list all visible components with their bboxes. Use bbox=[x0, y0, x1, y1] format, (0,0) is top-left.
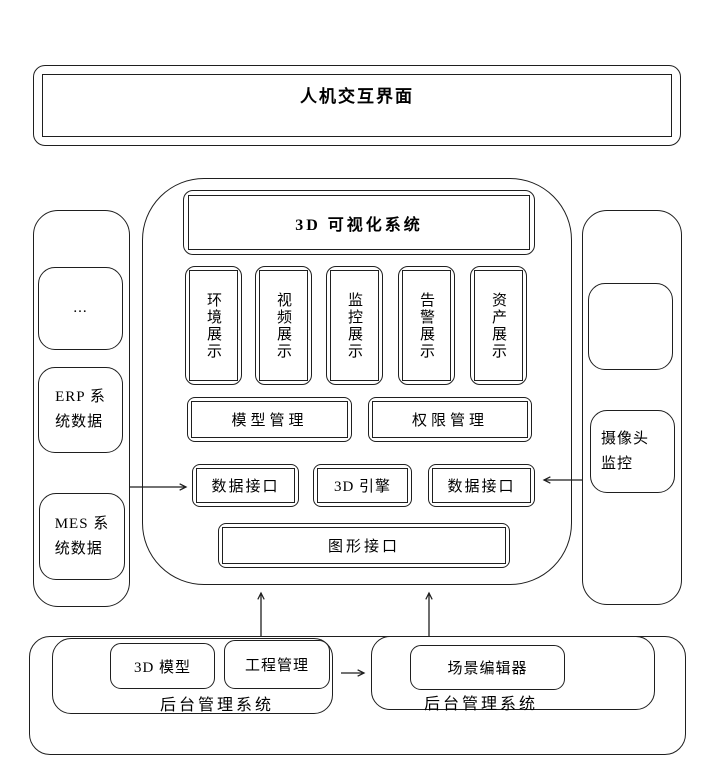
display-module-video: 视频展示 bbox=[255, 266, 312, 385]
display-module-label: 环境展示 bbox=[189, 270, 238, 381]
display-module-label: 告警展示 bbox=[402, 270, 451, 381]
mes-label: MES 系 统数据 bbox=[54, 515, 110, 557]
permission-management-label: 权限管理 bbox=[372, 401, 528, 438]
display-module-label: 监控展示 bbox=[330, 270, 379, 381]
data-interface-right-label: 数据接口 bbox=[432, 468, 531, 503]
hmi-banner: 人机交互界面 bbox=[33, 65, 681, 146]
display-module-label: 视频展示 bbox=[259, 270, 308, 381]
data-interface-right-box: 数据接口 bbox=[428, 464, 535, 507]
engine-label: 3D 引擎 bbox=[317, 468, 408, 503]
graphics-interface-box: 图形接口 bbox=[218, 523, 510, 568]
display-module-monitoring: 监控展示 bbox=[326, 266, 383, 385]
permission-management-box: 权限管理 bbox=[368, 397, 532, 442]
backend-right-label: 后台管理系统 bbox=[424, 696, 539, 713]
data-interface-left-box: 数据接口 bbox=[192, 464, 299, 507]
system-title: 3D 可视化系统 bbox=[188, 195, 530, 250]
display-module-environment: 环境展示 bbox=[185, 266, 242, 385]
right-panel bbox=[582, 210, 682, 605]
erp-box: ERP 系 统数据 bbox=[38, 367, 123, 453]
scene-editor-label: 场景编辑器 bbox=[447, 661, 528, 677]
system-title-box: 3D 可视化系统 bbox=[183, 190, 535, 255]
mes-box: MES 系 统数据 bbox=[39, 493, 125, 580]
project-management-label: 工程管理 bbox=[244, 658, 309, 674]
display-module-label: 资产展示 bbox=[474, 270, 523, 381]
ellipsis-label: ... bbox=[73, 300, 88, 316]
data-interface-left-label: 数据接口 bbox=[196, 468, 295, 503]
camera-label: 摄像头 监控 bbox=[601, 430, 650, 472]
backend-left-label: 后台管理系统 bbox=[160, 697, 275, 714]
camera-box: 摄像头 监控 bbox=[590, 410, 675, 493]
right-panel-empty-box bbox=[588, 283, 673, 370]
hmi-banner-label: 人机交互界面 bbox=[42, 74, 672, 137]
model-3d-box: 3D 模型 bbox=[110, 643, 215, 689]
model-management-box: 模型管理 bbox=[187, 397, 352, 442]
graphics-interface-label: 图形接口 bbox=[222, 527, 506, 564]
project-management-box: 工程管理 bbox=[224, 640, 330, 689]
ellipsis-box: ... bbox=[38, 267, 123, 350]
model-3d-label: 3D 模型 bbox=[133, 659, 192, 676]
display-module-alarm: 告警展示 bbox=[398, 266, 455, 385]
display-module-asset: 资产展示 bbox=[470, 266, 527, 385]
scene-editor-box: 场景编辑器 bbox=[410, 645, 565, 690]
engine-box: 3D 引擎 bbox=[313, 464, 412, 507]
erp-label: ERP 系 统数据 bbox=[55, 389, 106, 430]
model-management-label: 模型管理 bbox=[191, 401, 348, 438]
